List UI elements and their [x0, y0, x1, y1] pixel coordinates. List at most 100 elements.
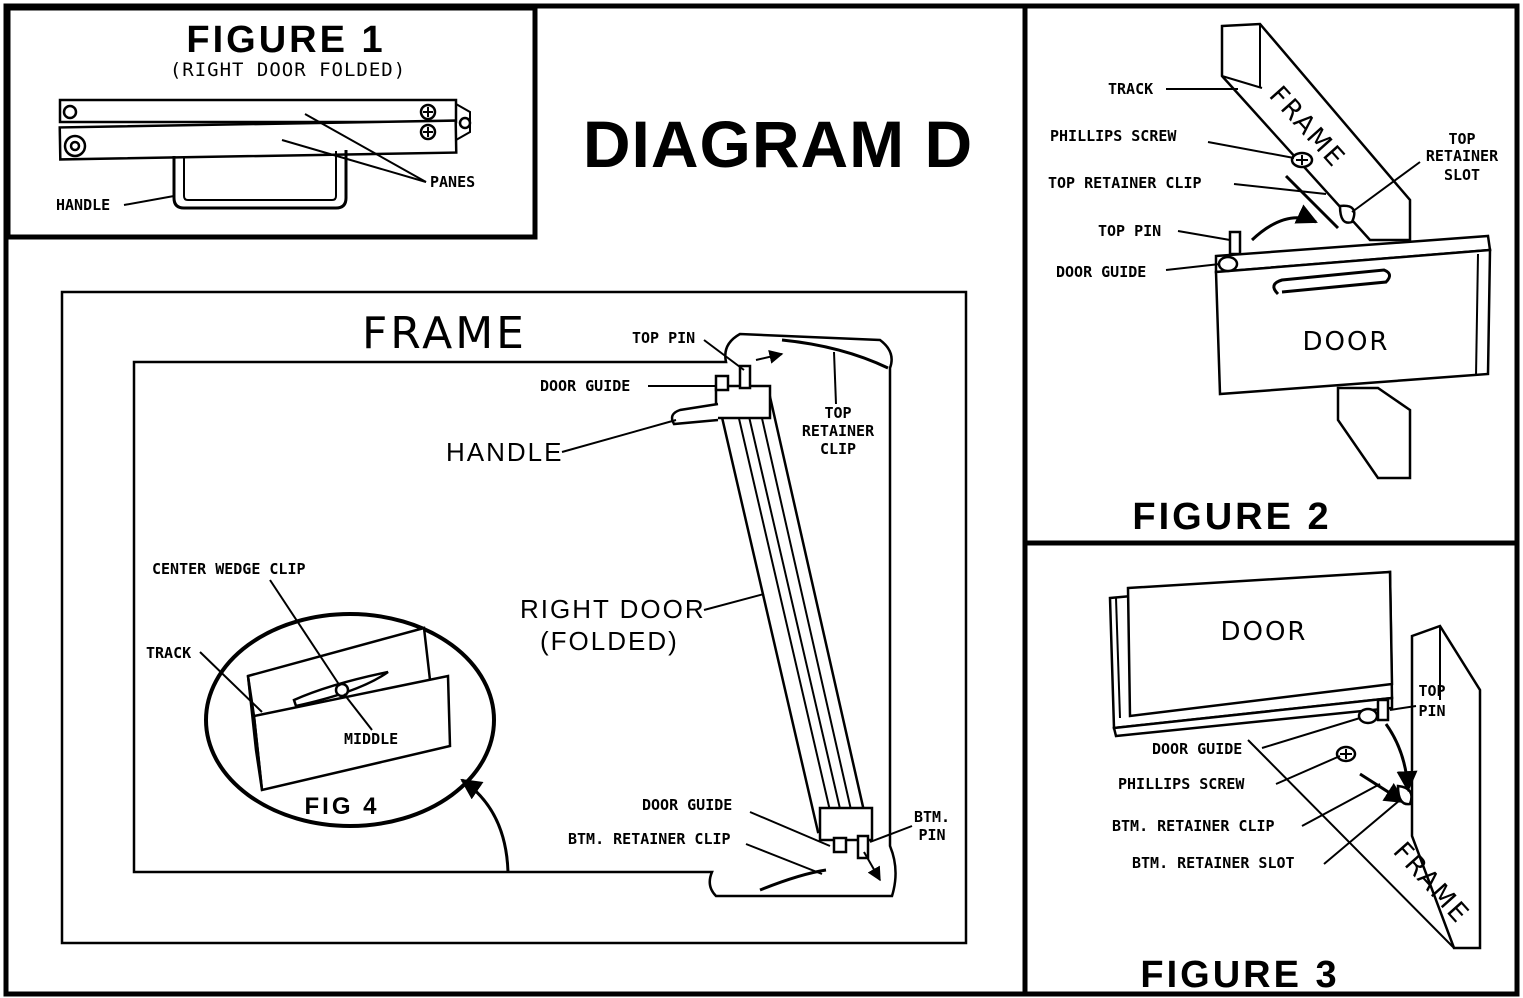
figure2-top-pin-icon [1228, 230, 1242, 256]
fig4-callout-arrow [460, 778, 510, 873]
figure3-retainer-clip-shape [1359, 772, 1406, 804]
figure1-panes-leader-1 [304, 113, 427, 183]
main-outer-box [60, 290, 968, 945]
figure2-top-pin-label: TOP PIN [1098, 222, 1161, 240]
figure3-track-diag [1247, 739, 1455, 949]
figure2-slot-label-1: TOP [1448, 130, 1475, 148]
figure3-btm-slot-leader [1323, 799, 1401, 865]
main-top-retainer-clip-label-3: CLIP [820, 440, 856, 458]
main-btm-door-guide-icon [832, 836, 848, 854]
figure1-pivot-left [62, 104, 78, 120]
main-right-door-leader [703, 593, 765, 611]
fig4-middle-label: MIDDLE [344, 730, 398, 748]
figure2-door-label: DOOR [1302, 327, 1389, 357]
fig4-clip-screw-icon [334, 682, 350, 698]
figure2-slot-label-3: SLOT [1444, 166, 1480, 184]
main-btm-pin-icon [856, 834, 870, 860]
figure3: DOOR FRAME TOP PIN DOOR GUIDE PHILLIPS S… [1108, 570, 1482, 996]
fig4-center-wedge-leader [269, 579, 341, 687]
main-top-retainer-clip-label-2: RETAINER [802, 422, 875, 440]
figure1-subtitle: (RIGHT DOOR FOLDED) [170, 59, 406, 81]
figure2-clip-label: TOP RETAINER CLIP [1048, 174, 1202, 192]
figure3-top-pin-label-2: PIN [1418, 702, 1445, 720]
main-btm-retainer-clip-shape [759, 868, 827, 892]
main-handle-shape [670, 402, 719, 426]
main-right-door-folded [670, 364, 874, 860]
main-top-arrow [755, 350, 784, 364]
figure2-track-label: TRACK [1108, 80, 1153, 98]
main-door-pane-divider-2 [743, 394, 845, 827]
outer-border [3, 3, 1520, 997]
main-top-retainer-clip-leader [833, 351, 837, 405]
figure1-screw-upper-cross [423, 107, 433, 117]
figure3-phillips-label: PHILLIPS SCREW [1118, 775, 1245, 793]
fig4-center-wedge-label: CENTER WEDGE CLIP [152, 560, 306, 578]
main-btm-arrow [863, 851, 881, 882]
figure2-phillips-leader [1207, 141, 1295, 159]
main-door-pane-divider-1 [733, 396, 835, 829]
figure1-panes-leader-2 [281, 139, 427, 183]
figure1-handle-inner [183, 151, 337, 201]
figure2-top-retainer-slot-shape [1338, 204, 1356, 224]
figure2-move-arrow [1250, 204, 1318, 242]
figure3-top-pin-icon [1376, 698, 1390, 722]
fig4-track-leader [199, 651, 263, 713]
figure1-upper-pane [58, 98, 458, 124]
diagram-title: DIAGRAM D [583, 107, 973, 181]
main-btm-retainer-clip-label: BTM. RETAINER CLIP [568, 830, 731, 848]
main-btm-pin-label-2: PIN [918, 826, 945, 844]
figure2-door-guide-label: DOOR GUIDE [1056, 263, 1146, 281]
main-handle-label: HANDLE [446, 437, 563, 467]
figure2-title: FIGURE 2 [1132, 496, 1331, 538]
figure2-slot-label-2: RETAINER [1426, 147, 1499, 165]
figure2-track-edge-2 [1221, 75, 1263, 89]
figure3-top-pin-label-1: TOP [1418, 682, 1445, 700]
main-frame-opening [132, 332, 897, 898]
main-btm-retainer-clip-leader [745, 843, 823, 875]
figure1: FIGURE 1 (RIGHT DOOR FOLDED) HANDLE PANE… [56, 19, 475, 214]
figure2-top-retainer-clip-shape [1284, 174, 1340, 230]
main-right-door-label-1: RIGHT DOOR [520, 594, 706, 624]
fig4-inset: FIG 4 CENTER WEDGE CLIP TRACK MIDDLE [146, 560, 496, 828]
figure3-door-label: DOOR [1220, 617, 1307, 647]
figure1-panes-label: PANES [430, 173, 475, 191]
figure3-top-pin-leader [1389, 705, 1417, 711]
main-right-door-label-2: (FOLDED) [540, 626, 679, 656]
figure3-retainer-slot-shape [1396, 784, 1413, 806]
figure3-btm-clip-label: BTM. RETAINER CLIP [1112, 817, 1275, 835]
figure3-move-arrow [1384, 723, 1418, 793]
figure1-pivot-left-inner [69, 140, 81, 152]
figure2-door-edge [1475, 253, 1479, 377]
figure2-door-guide-leader [1165, 263, 1221, 271]
figure2-door-guide-icon [1217, 255, 1239, 273]
figure3-door-bottom [1112, 696, 1394, 738]
figure1-title: FIGURE 1 [186, 19, 385, 61]
main-top-pin-label: TOP PIN [632, 329, 695, 347]
figure3-door-guide-leader [1261, 717, 1361, 749]
fig4-track-label: TRACK [146, 644, 191, 662]
main-handle-leader [561, 419, 677, 453]
figure2-slot-leader [1351, 161, 1421, 213]
figure2-clip-leader [1233, 183, 1327, 195]
figure2-frame-lower [1336, 386, 1412, 480]
figure1-right-hinge-pin [458, 116, 472, 130]
figure1-handle-label: HANDLE [56, 196, 110, 214]
figure3-door-guide-label: DOOR GUIDE [1152, 740, 1242, 758]
main-btm-pin-label-1: BTM. [914, 808, 950, 826]
figure3-door-guide-icon [1357, 707, 1379, 725]
main-top-pin-leader [703, 339, 745, 371]
main-frame-label: FRAME [362, 308, 527, 359]
figure1-panel [5, 5, 538, 240]
main-door-guide-btm-leader [749, 811, 831, 847]
main-door-pane-divider-3 [755, 391, 855, 824]
main-top-retainer-clip-shape [781, 338, 889, 370]
figure2-phillips-screw-cross [1296, 155, 1308, 165]
main-top-door-guide-icon [714, 374, 730, 392]
main-top-retainer-clip-label-1: TOP [824, 404, 851, 422]
figure3-phillips-screw-cross [1340, 749, 1352, 759]
figure3-btm-slot-label: BTM. RETAINER SLOT [1132, 854, 1295, 872]
figure1-screw-lower-cross [423, 127, 433, 137]
figure2-door-front [1214, 248, 1492, 396]
figure1-handle-leader [123, 195, 175, 206]
